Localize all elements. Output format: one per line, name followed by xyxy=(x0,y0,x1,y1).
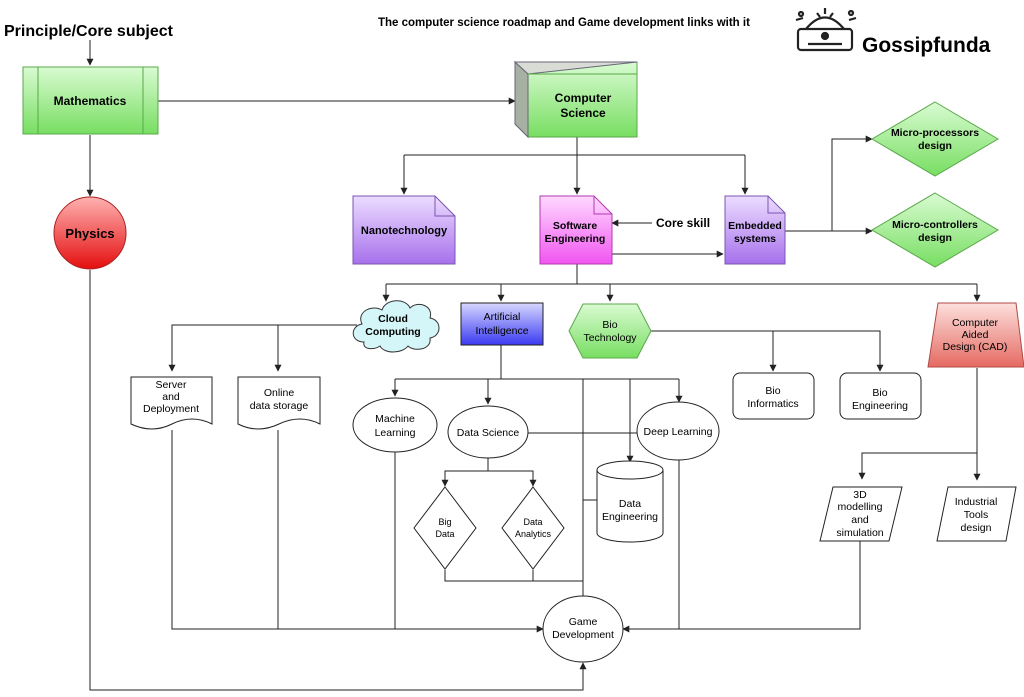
node-bio-engineering: Bio Engineering xyxy=(839,372,922,420)
node-nanotechnology: Nanotechnology xyxy=(352,195,456,265)
svg-text:Science: Science xyxy=(560,106,606,120)
svg-text:Physics: Physics xyxy=(65,226,114,241)
page-title: The computer science roadmap and Game de… xyxy=(378,17,750,29)
node-server-deployment: Server and Deployment xyxy=(130,376,213,430)
brand-logo: Gossipfunda xyxy=(795,8,991,57)
svg-text:Tools: Tools xyxy=(964,509,989,521)
node-industrial-tools: Industrial Tools design xyxy=(936,486,1017,542)
svg-text:Computer: Computer xyxy=(952,317,999,329)
svg-text:Informatics: Informatics xyxy=(747,398,798,410)
svg-text:simulation: simulation xyxy=(836,527,883,539)
svg-text:Bio: Bio xyxy=(872,387,887,399)
node-bio-informatics: Bio Informatics xyxy=(732,372,815,420)
svg-text:Deep Learning: Deep Learning xyxy=(644,426,713,438)
svg-text:Data Science: Data Science xyxy=(457,427,520,439)
svg-text:Cloud: Cloud xyxy=(378,313,408,325)
svg-text:Learning: Learning xyxy=(375,427,416,439)
node-bio-technology: Bio Technology xyxy=(568,303,652,359)
node-physics: Physics xyxy=(53,196,127,270)
svg-text:Bio: Bio xyxy=(602,319,617,331)
svg-text:Machine: Machine xyxy=(375,413,415,425)
core-skill-label: Core skill xyxy=(656,216,710,230)
svg-text:Computer: Computer xyxy=(555,91,612,105)
node-game-development: Game Development xyxy=(542,595,624,663)
svg-text:Micro-processors: Micro-processors xyxy=(891,127,979,139)
node-mathematics: Mathematics xyxy=(22,66,159,135)
svg-text:design: design xyxy=(961,522,992,534)
root-label: Principle/Core subject xyxy=(4,23,174,40)
svg-text:Software: Software xyxy=(553,220,598,232)
svg-text:Game: Game xyxy=(569,616,598,628)
node-data-analytics: Data Analytics xyxy=(501,486,565,570)
svg-text:Mathematics: Mathematics xyxy=(54,94,127,108)
svg-text:Server: Server xyxy=(156,379,187,391)
svg-text:and: and xyxy=(851,514,869,526)
node-micro-processors: Micro-processors design xyxy=(871,101,999,177)
svg-text:Engineering: Engineering xyxy=(545,233,606,245)
svg-text:Online: Online xyxy=(264,387,295,399)
svg-text:systems: systems xyxy=(734,233,776,245)
svg-text:Big: Big xyxy=(438,517,451,527)
svg-text:Artificial: Artificial xyxy=(484,311,521,323)
svg-text:Engineering: Engineering xyxy=(852,400,908,412)
node-cad: Computer Aided Design (CAD) xyxy=(927,302,1024,368)
svg-text:and: and xyxy=(162,391,180,403)
svg-text:modelling: modelling xyxy=(838,501,883,513)
svg-text:Analytics: Analytics xyxy=(515,529,552,539)
svg-text:Technology: Technology xyxy=(583,332,637,344)
node-machine-learning: Machine Learning xyxy=(352,397,438,453)
svg-text:Aided: Aided xyxy=(962,329,989,341)
node-deep-learning: Deep Learning xyxy=(636,401,720,461)
node-embedded-systems: Embedded systems xyxy=(724,195,786,265)
svg-text:Data: Data xyxy=(435,529,454,539)
svg-text:Intelligence: Intelligence xyxy=(475,325,528,337)
svg-text:design: design xyxy=(918,232,952,244)
brand-name: Gossipfunda xyxy=(862,34,991,57)
node-3d-modelling: 3D modelling and simulation xyxy=(819,486,903,542)
svg-text:Industrial: Industrial xyxy=(955,496,998,508)
svg-text:Design (CAD): Design (CAD) xyxy=(943,341,1008,353)
node-software-engineering: Software Engineering xyxy=(539,195,613,265)
connector-lines xyxy=(86,40,981,691)
node-online-data-storage: Online data storage xyxy=(237,376,321,430)
svg-text:Deployment: Deployment xyxy=(143,403,199,415)
node-micro-controllers: Micro-controllers design xyxy=(871,192,999,268)
svg-text:Data: Data xyxy=(523,517,542,527)
node-computer-science: Computer Science xyxy=(513,60,638,139)
svg-text:design: design xyxy=(918,140,952,152)
svg-text:data storage: data storage xyxy=(250,400,309,412)
svg-text:3D: 3D xyxy=(853,489,867,501)
svg-text:Computing: Computing xyxy=(365,326,420,338)
svg-text:Micro-controllers: Micro-controllers xyxy=(892,219,978,231)
svg-text:Embedded: Embedded xyxy=(728,220,782,232)
svg-text:Data: Data xyxy=(619,498,641,510)
svg-text:Engineering: Engineering xyxy=(602,511,658,523)
node-big-data: Big Data xyxy=(413,486,477,570)
svg-text:Development: Development xyxy=(552,629,614,641)
node-data-science: Data Science xyxy=(447,405,529,459)
engine-icon xyxy=(795,8,857,52)
node-cloud-computing: Cloud Computing xyxy=(352,300,440,353)
node-artificial-intelligence: Artificial Intelligence xyxy=(460,302,544,346)
node-data-engineering: Data Engineering xyxy=(596,460,664,543)
svg-text:Bio: Bio xyxy=(765,385,780,397)
svg-text:Nanotechnology: Nanotechnology xyxy=(361,225,448,237)
